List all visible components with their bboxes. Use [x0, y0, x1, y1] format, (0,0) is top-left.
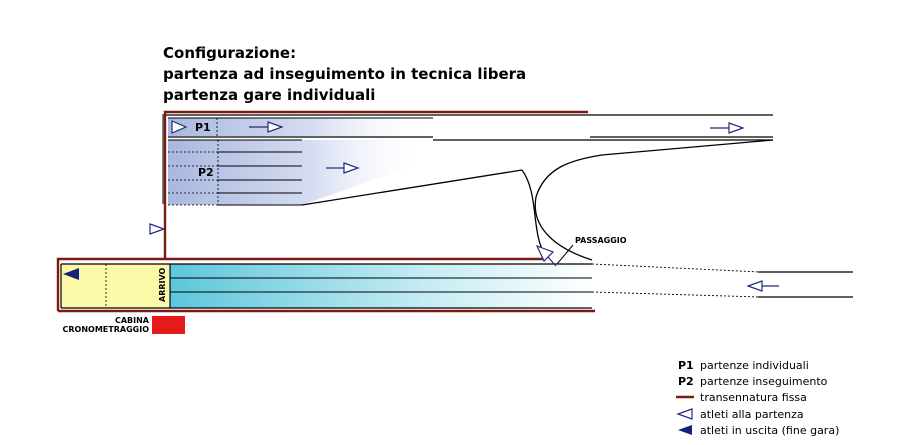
title-line-2: partenza ad inseguimento in tecnica libe… — [163, 65, 526, 83]
cabina-box — [152, 316, 185, 334]
cabina-label-2: CRONOMETRAGGIO — [63, 325, 150, 334]
fence-finish-top — [56, 257, 545, 311]
p2-zone — [168, 140, 430, 205]
p2-label: P2 — [198, 166, 214, 179]
hollow-arrow-right-icon — [326, 162, 360, 174]
legend-text-p1: partenze individuali — [700, 359, 809, 372]
filled-arrow-left-icon — [678, 425, 692, 435]
cabina-label-1: CABINA — [115, 316, 150, 325]
hollow-arrow-right-icon — [710, 122, 745, 134]
title-line-1: Configurazione: — [163, 44, 296, 62]
hollow-arrow-left-icon — [746, 280, 779, 292]
hollow-arrow-right-icon — [171, 120, 188, 134]
legend-text-p2: partenze inseguimento — [700, 375, 828, 388]
legend-key-p2: P2 — [678, 375, 694, 388]
legend-text-exit: atleti in uscita (fine gara) — [700, 424, 839, 437]
hollow-arrow-right-icon — [249, 121, 284, 133]
finish-area — [60, 263, 853, 309]
legend-text-fence: transennatura fissa — [700, 391, 807, 404]
legend: P1 partenze individuali P2 partenze inse… — [676, 359, 839, 437]
fixed-fence — [56, 110, 595, 313]
p1-zone — [168, 118, 433, 136]
p1-label: P1 — [195, 121, 211, 134]
hollow-arrow-right-icon — [149, 223, 166, 235]
title-line-3: partenza gare individuali — [163, 86, 375, 104]
filled-arrow-left-icon — [63, 268, 79, 280]
start-area — [165, 114, 774, 261]
passaggio-label: PASSAGGIO — [575, 236, 627, 245]
legend-text-start: atleti alla partenza — [700, 408, 804, 421]
hollow-arrow-left-icon — [676, 408, 693, 420]
hollow-arrow-diagonal-icon — [535, 244, 557, 267]
legend-key-p1: P1 — [678, 359, 694, 372]
arrivo-label: ARRIVO — [158, 267, 167, 302]
finish-lanes — [170, 264, 592, 308]
fence-top — [163, 110, 588, 259]
